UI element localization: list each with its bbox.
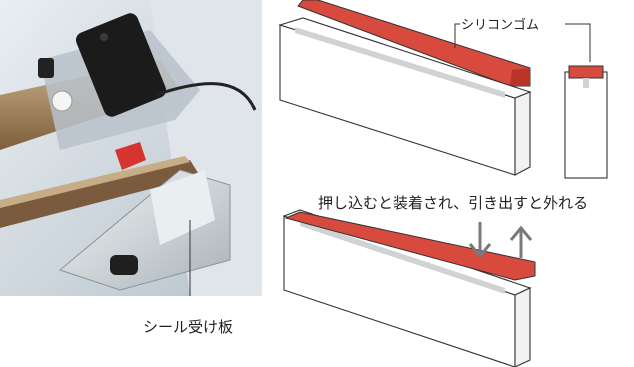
sealer-photo <box>0 0 262 296</box>
silicone-rubber-label: シリコンゴム <box>461 18 540 33</box>
top-rail-groove <box>295 27 505 98</box>
silicone-leader-left <box>454 23 460 48</box>
top-rubber-end <box>510 68 530 86</box>
bottom-rail-end <box>514 287 531 367</box>
screw-knob-icon <box>38 58 54 78</box>
receiver-highlight <box>150 170 215 245</box>
lower-knob-icon <box>110 255 138 275</box>
lower-arm <box>0 160 200 228</box>
rail-diagram <box>278 0 608 367</box>
cross-section <box>564 65 608 179</box>
cable <box>154 82 257 111</box>
black-knob-icon <box>75 13 167 117</box>
seal-receiver-label: シール受け板 <box>143 318 234 336</box>
arrow-up-icon <box>509 225 533 258</box>
push-pull-instruction: 押し込むと装着され、引き出すと外れる <box>318 194 589 212</box>
section-rubber <box>568 65 604 79</box>
top-assembly <box>278 0 591 176</box>
top-rail-end <box>514 91 531 176</box>
bottom-rail-groove <box>300 220 505 294</box>
section-body <box>564 71 608 179</box>
red-silicone-piece <box>115 142 146 170</box>
lower-arm-top <box>0 156 190 208</box>
silicone-leader-right <box>565 23 591 62</box>
top-rail-body <box>279 24 516 176</box>
white-roller-icon <box>51 90 73 112</box>
bottom-rubber-strip <box>284 211 536 281</box>
arrow-down-icon <box>468 222 492 259</box>
bottom-assembly <box>282 209 536 367</box>
section-groove <box>583 78 589 88</box>
